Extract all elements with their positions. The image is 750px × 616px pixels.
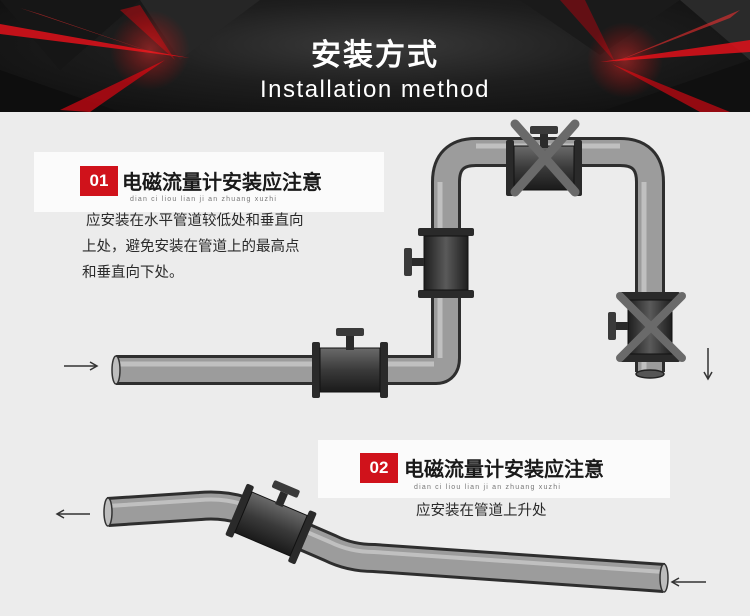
note-line: 上处，避免安装在管道上的最高点 [82, 239, 300, 255]
note-line: 应安装在水平管道较低处和垂直向 [86, 213, 304, 229]
note-pinyin: dian ci liou lian ji an zhuang xuzhi [130, 196, 278, 203]
page-title: 安装方式 [311, 38, 439, 73]
installation-diagram [55, 119, 713, 593]
step-number-badge: 01 [80, 166, 118, 196]
step-number-badge: 02 [360, 453, 398, 483]
note-line: 应安装在管道上升处 [416, 503, 547, 519]
note-description: 应安装在水平管道较低处和垂直向 上处，避免安装在管道上的最高点 和垂直向下处。 [82, 208, 304, 286]
flow-arrow-icon [670, 577, 706, 587]
cross-mark-icon [510, 119, 580, 197]
note-pinyin: dian ci liou lian ji an zhuang xuzhi [414, 484, 562, 491]
flowmeter-icon [225, 480, 317, 564]
page-subtitle: Installation method [260, 76, 490, 103]
flow-arrow-icon [64, 361, 99, 371]
flow-arrow-icon [55, 509, 90, 519]
note-line: 和垂直向下处。 [82, 265, 184, 281]
note-title: 电磁流量计安装应注意 [122, 170, 322, 194]
flow-arrow-icon [703, 348, 713, 381]
flowmeter-icon [312, 328, 388, 398]
lower-pipeline [103, 490, 669, 593]
flowmeter-icon [404, 228, 474, 298]
banner-background [0, 0, 750, 112]
cross-mark-icon [616, 292, 686, 362]
note-description: 应安装在管道上升处 [416, 498, 547, 524]
header-banner: 安装方式 Installation method [0, 0, 750, 112]
note-title: 电磁流量计安装应注意 [404, 457, 604, 481]
flowmeter-icon [608, 292, 680, 362]
